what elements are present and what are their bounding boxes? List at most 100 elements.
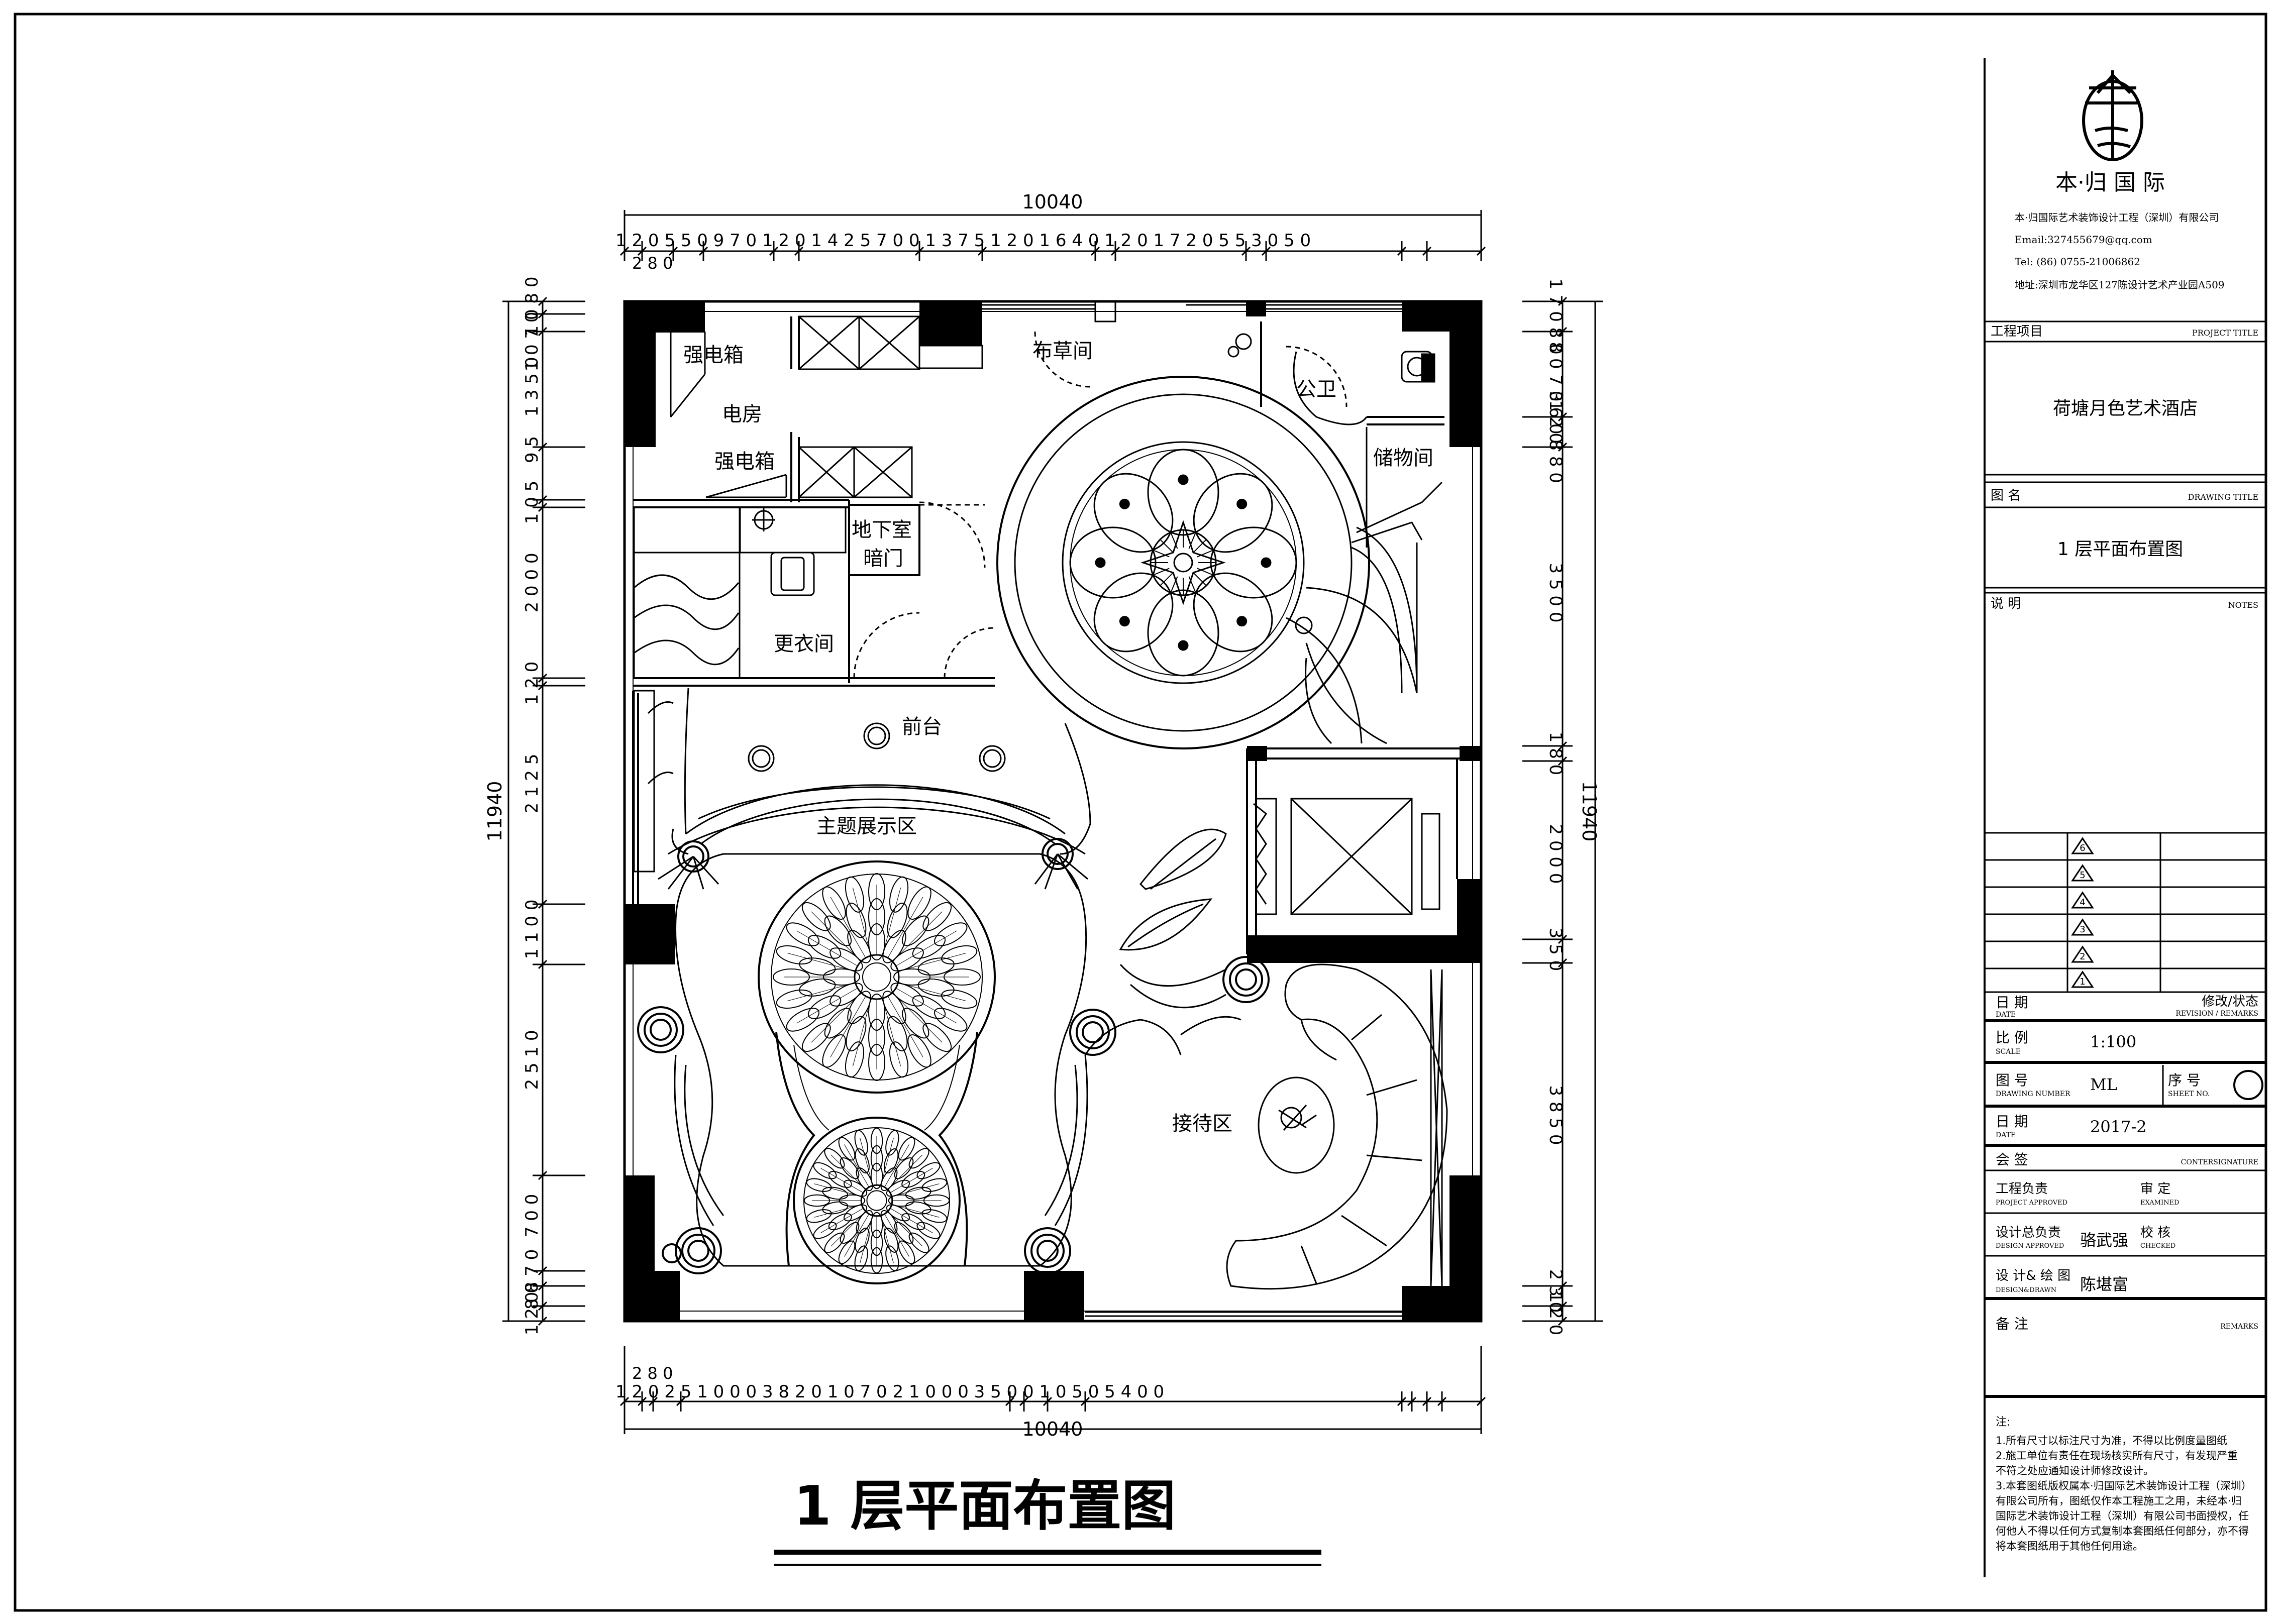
drawing-no-label-en: DRAWING NUMBER bbox=[1996, 1090, 2070, 1098]
dim-bottom-segments: 1 2 0 2 5 1 0 0 0 3 8 2 0 1 0 7 0 2 1 0 … bbox=[615, 1382, 1164, 1402]
label-strong-box-1: 强电箱 bbox=[683, 344, 744, 367]
label-front-desk: 前台 bbox=[902, 715, 942, 738]
sign-label-en: CONTERSIGNATURE bbox=[2181, 1158, 2258, 1166]
floor-plan: 10040 1 2 0 5 5 0 9 7 0 1 2 0 1 4 2 5 7 … bbox=[484, 191, 1603, 1566]
dim-right-segment: 3 5 0 0 bbox=[1545, 563, 1566, 623]
label-hidden-door: 暗门 bbox=[863, 547, 903, 570]
theme-display bbox=[675, 853, 1087, 1284]
dim-right-segment: 3 8 5 0 bbox=[1545, 1086, 1566, 1145]
footnote-line: 国际艺术装饰设计工程（深圳）有限公司书面授权，任 bbox=[1996, 1510, 2249, 1522]
dim-right-segment: 2 3 0 bbox=[1545, 1269, 1566, 1313]
revision-triangle-icon bbox=[2071, 891, 2094, 909]
dim-top-overall: 10040 bbox=[1022, 191, 1083, 213]
sheet-border bbox=[14, 13, 2267, 1612]
dim-left-segment: 1 2 0 bbox=[522, 662, 542, 705]
dim-left-overall: 11940 bbox=[484, 781, 506, 842]
restroom-fixtures bbox=[1227, 333, 1435, 425]
label-changing-room: 更衣间 bbox=[774, 632, 834, 656]
revision-triangle-icon bbox=[2071, 918, 2094, 936]
project-approved-label-en: PROJECT APPROVED bbox=[1996, 1199, 2067, 1207]
drawing-title-label-en: DRAWING TITLE bbox=[2188, 492, 2258, 502]
design-approver: 骆武强 bbox=[2080, 1231, 2128, 1250]
dim-right-overall: 11940 bbox=[1578, 781, 1600, 842]
dim-left-segment: 7 0 0 bbox=[522, 1194, 542, 1238]
designer-label-en: DESIGN&DRAWN bbox=[1996, 1286, 2056, 1294]
design-approved-label: 设计总负责 bbox=[1996, 1225, 2061, 1240]
dim-left-segment: 1 0 5 bbox=[522, 481, 542, 524]
electrical-cabinets bbox=[670, 315, 983, 498]
revision-number: 1 bbox=[2080, 977, 2085, 987]
revision-number: 4 bbox=[2080, 897, 2085, 908]
brand-name: 本·归 国 际 bbox=[2055, 170, 2165, 195]
revision-label-en: REVISION / REMARKS bbox=[2175, 1010, 2258, 1018]
label-reception: 接待区 bbox=[1172, 1112, 1232, 1135]
dim-left-segment: 1 1 0 0 bbox=[522, 900, 542, 959]
label-restroom: 公卫 bbox=[1296, 378, 1336, 401]
revision-label: 修改/状态 bbox=[2202, 994, 2258, 1009]
revision-number: 6 bbox=[2080, 843, 2085, 853]
plan-title: 1 层平面布置图 bbox=[794, 1475, 1176, 1538]
sheet-no-label-en: SHEET NO. bbox=[2168, 1090, 2210, 1098]
closet bbox=[633, 690, 674, 873]
dimension-lines bbox=[502, 210, 1603, 1434]
notes-label: 说 明 bbox=[1991, 596, 2021, 611]
dim-right-segment: 2 0 0 0 bbox=[1545, 824, 1566, 884]
dim-left-segment: 1 0 7 0 bbox=[522, 312, 542, 372]
company-name: 本·归国际艺术装饰设计工程（深圳）有限公司 bbox=[2015, 211, 2219, 224]
dim-left-segment: 2 1 2 5 bbox=[522, 754, 542, 814]
dim-right-segment: 1 8 0 bbox=[1545, 732, 1566, 776]
date-label: 日 期 bbox=[1996, 994, 2028, 1011]
label-basement: 地下室 bbox=[852, 518, 912, 542]
round-pillars bbox=[637, 838, 1270, 1274]
dim-left-segment: 9 5 bbox=[522, 436, 542, 463]
dim-right-segment: 1 2 0 bbox=[1545, 1292, 1566, 1336]
dim-left-segment: 2 5 1 0 bbox=[522, 1030, 542, 1090]
date-value: 2017-2 bbox=[2090, 1117, 2147, 1136]
notes-label-en: NOTES bbox=[2228, 600, 2258, 610]
sheet-no-circle bbox=[2233, 1070, 2263, 1100]
project-approved-label: 工程负责 bbox=[1996, 1181, 2048, 1197]
sign-label: 会 签 bbox=[1996, 1151, 2028, 1168]
dim-top-segments: 1 2 0 5 5 0 9 7 0 1 2 0 1 4 2 5 7 0 0 1 … bbox=[615, 231, 1311, 251]
remarks-label-en: REMARKS bbox=[2220, 1323, 2258, 1331]
dim-left-segment: 2 0 0 0 bbox=[522, 553, 542, 613]
spotlights bbox=[658, 853, 1088, 890]
examined-label-en: EXAMINED bbox=[2140, 1199, 2179, 1207]
dim-top-sub: 2 8 0 bbox=[632, 254, 673, 273]
footnote-line: 将本套图纸用于其他任何用途。 bbox=[1996, 1540, 2143, 1552]
checked-label: 校 核 bbox=[2140, 1225, 2170, 1240]
dim-right-segment: 8 0 7 0 bbox=[1545, 342, 1566, 402]
remarks-label: 备 注 bbox=[1996, 1316, 2028, 1332]
drawing-no-label: 图 号 bbox=[1996, 1072, 2028, 1089]
revision-triangle-icon bbox=[2071, 864, 2094, 882]
dim-left-segment: 1 2 0 bbox=[522, 1292, 542, 1336]
footnote-line: 3.本套图纸版权属本·归国际艺术装饰设计工程（深圳） bbox=[1996, 1480, 2252, 1492]
revision-number: 5 bbox=[2080, 870, 2085, 881]
date2-label-en: DATE bbox=[1996, 1131, 2016, 1139]
atrium-circle bbox=[996, 376, 1370, 749]
label-electric-room: 电房 bbox=[722, 403, 762, 426]
scale-label-en: SCALE bbox=[1996, 1048, 2021, 1056]
elevator bbox=[1253, 798, 1440, 915]
dim-left-segment: 1 0 8 0 bbox=[522, 277, 542, 337]
front-desk bbox=[668, 688, 1091, 855]
changing-room-furniture bbox=[633, 506, 847, 679]
footnote-line: 何他人不得以任何方式复制本套图纸任何部分，亦不得 bbox=[1996, 1525, 2249, 1537]
staircase bbox=[1286, 427, 1443, 744]
company-address: 地址:深圳市龙华区127陈设计艺术产业园A509 bbox=[2015, 279, 2225, 291]
revision-number: 3 bbox=[2080, 924, 2085, 935]
revision-number: 2 bbox=[2080, 951, 2085, 962]
company-email: Email:327455679@qq.com bbox=[2015, 234, 2152, 246]
scale-value: 1:100 bbox=[2090, 1032, 2136, 1051]
project-label: 工程项目 bbox=[1991, 324, 2043, 339]
leaf-decor bbox=[1119, 828, 1227, 1009]
sheet-no-label: 序 号 bbox=[2168, 1072, 2201, 1089]
footnote-line: 2.施工单位有责任在现场核实所有尺寸，有发现严重 bbox=[1996, 1450, 2238, 1462]
drawing-title-label: 图 名 bbox=[1991, 488, 2021, 503]
design-approved-label-en: DESIGN APPROVED bbox=[1996, 1242, 2064, 1250]
reception-sofa bbox=[1226, 963, 1448, 1290]
project-label-en: PROJECT TITLE bbox=[2192, 328, 2258, 338]
dim-right-segment: 1 7 0 8 0 bbox=[1545, 278, 1566, 354]
dim-right-segment: 3 6 0 8 8 0 bbox=[1545, 391, 1566, 483]
